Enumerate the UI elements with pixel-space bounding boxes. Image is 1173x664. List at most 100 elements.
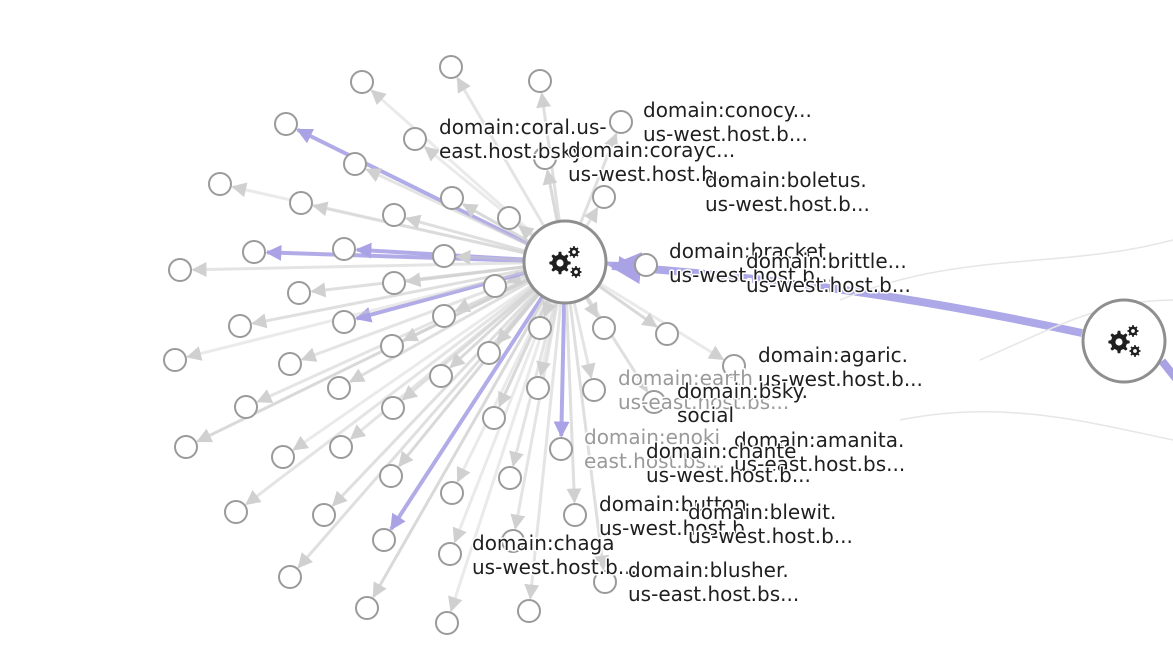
highlighted-link — [265, 244, 524, 263]
graph-node[interactable] — [592, 316, 616, 340]
graph-link — [401, 288, 534, 401]
graph-node[interactable] — [533, 146, 557, 170]
graph-link — [191, 261, 524, 277]
graph-node[interactable] — [224, 500, 248, 524]
graph-node[interactable] — [163, 348, 187, 372]
graph-link — [186, 270, 525, 361]
graph-node[interactable] — [432, 244, 456, 268]
graph-node[interactable] — [327, 376, 351, 400]
graph-node[interactable] — [549, 437, 573, 461]
graph-node[interactable] — [274, 112, 298, 136]
graph-node[interactable] — [440, 186, 464, 210]
graph-link — [586, 296, 649, 393]
central-hub-node[interactable] — [522, 219, 608, 305]
graph-node[interactable] — [528, 316, 552, 340]
graph-node[interactable] — [642, 390, 666, 414]
graph-link — [565, 303, 582, 504]
graph-link — [449, 289, 536, 369]
graph-link — [312, 201, 525, 255]
graph-node[interactable] — [440, 481, 464, 505]
graph-link — [372, 297, 546, 599]
node-label: domain:bracket.us-west.host.b... — [669, 239, 834, 287]
graph-link — [297, 292, 539, 569]
graph-node[interactable] — [582, 378, 606, 402]
highlighted-link — [389, 296, 544, 531]
graph-node[interactable] — [655, 322, 679, 346]
graph-node[interactable] — [168, 258, 192, 282]
graph-node[interactable] — [439, 55, 463, 79]
graph-node[interactable] — [312, 503, 336, 527]
graph-node[interactable] — [382, 203, 406, 227]
graph-link — [598, 284, 658, 328]
graph-node[interactable] — [429, 364, 453, 388]
graph-node[interactable] — [289, 191, 313, 215]
graph-link — [542, 169, 559, 222]
graph-link — [510, 303, 559, 530]
graph-link — [599, 282, 725, 361]
graph-node[interactable] — [477, 341, 501, 365]
node-label: domain:corayc...us-west.host.b... — [568, 138, 735, 186]
graph-hubs — [522, 219, 1167, 384]
graph-link — [398, 293, 540, 468]
graph-node[interactable] — [355, 596, 379, 620]
graph-node[interactable] — [350, 70, 374, 94]
graph-node[interactable] — [332, 310, 356, 334]
graph-node[interactable] — [332, 237, 356, 261]
graph-node[interactable] — [174, 435, 198, 459]
secondary-hub-node[interactable] — [1081, 298, 1167, 384]
graph-node[interactable] — [382, 271, 406, 295]
graph-node[interactable] — [343, 152, 367, 176]
graph-node[interactable] — [438, 542, 462, 566]
graph-link — [331, 291, 538, 507]
gears-icon — [1108, 325, 1141, 357]
graph-node[interactable] — [234, 395, 258, 419]
graph-node[interactable] — [593, 570, 617, 594]
node-label: domain:blewit.us-west.host.b... — [688, 500, 853, 548]
graph-link — [448, 301, 554, 613]
graph-node[interactable] — [403, 127, 427, 151]
graph-node[interactable] — [609, 110, 633, 134]
graph-node[interactable] — [634, 253, 658, 277]
graph-node[interactable] — [528, 69, 552, 93]
graph-node[interactable] — [278, 565, 302, 589]
node-label: domain:blusher.us-east.host.bs... — [628, 558, 799, 606]
node-label: domain:boletus.us-west.host.b... — [705, 168, 870, 216]
graph-node[interactable] — [287, 281, 311, 305]
graph-node[interactable] — [483, 274, 507, 298]
graph-node[interactable] — [592, 185, 616, 209]
graph-node[interactable] — [381, 396, 405, 420]
graph-node[interactable] — [497, 206, 521, 230]
graph-node[interactable] — [498, 466, 522, 490]
graph-node[interactable] — [501, 529, 525, 553]
graph-node[interactable] — [435, 611, 459, 635]
background-link — [899, 410, 1173, 441]
graph-link — [292, 284, 532, 451]
graph-link — [524, 303, 563, 600]
graph-node[interactable] — [271, 445, 295, 469]
graph-node[interactable] — [278, 352, 302, 376]
graph-node[interactable] — [432, 304, 456, 328]
graph-node[interactable] — [242, 240, 266, 264]
offscreen-link — [1158, 358, 1173, 382]
graph-node[interactable] — [563, 503, 587, 527]
graph-link — [251, 268, 525, 329]
highlighted-link — [296, 127, 529, 246]
graph-node[interactable] — [722, 354, 746, 378]
graph-node[interactable] — [380, 334, 404, 358]
graph-node[interactable] — [379, 464, 403, 488]
graph-node[interactable] — [228, 314, 252, 338]
graph-link — [572, 302, 596, 379]
graph-node[interactable] — [329, 435, 353, 459]
graph-node[interactable] — [517, 599, 541, 623]
graph-node[interactable] — [208, 172, 232, 196]
graph-node[interactable] — [482, 406, 506, 430]
background-link — [839, 239, 1173, 301]
graph-node[interactable] — [372, 528, 396, 552]
graph-node[interactable] — [526, 376, 550, 400]
graph-link — [245, 286, 533, 506]
gears-icon — [549, 246, 582, 278]
